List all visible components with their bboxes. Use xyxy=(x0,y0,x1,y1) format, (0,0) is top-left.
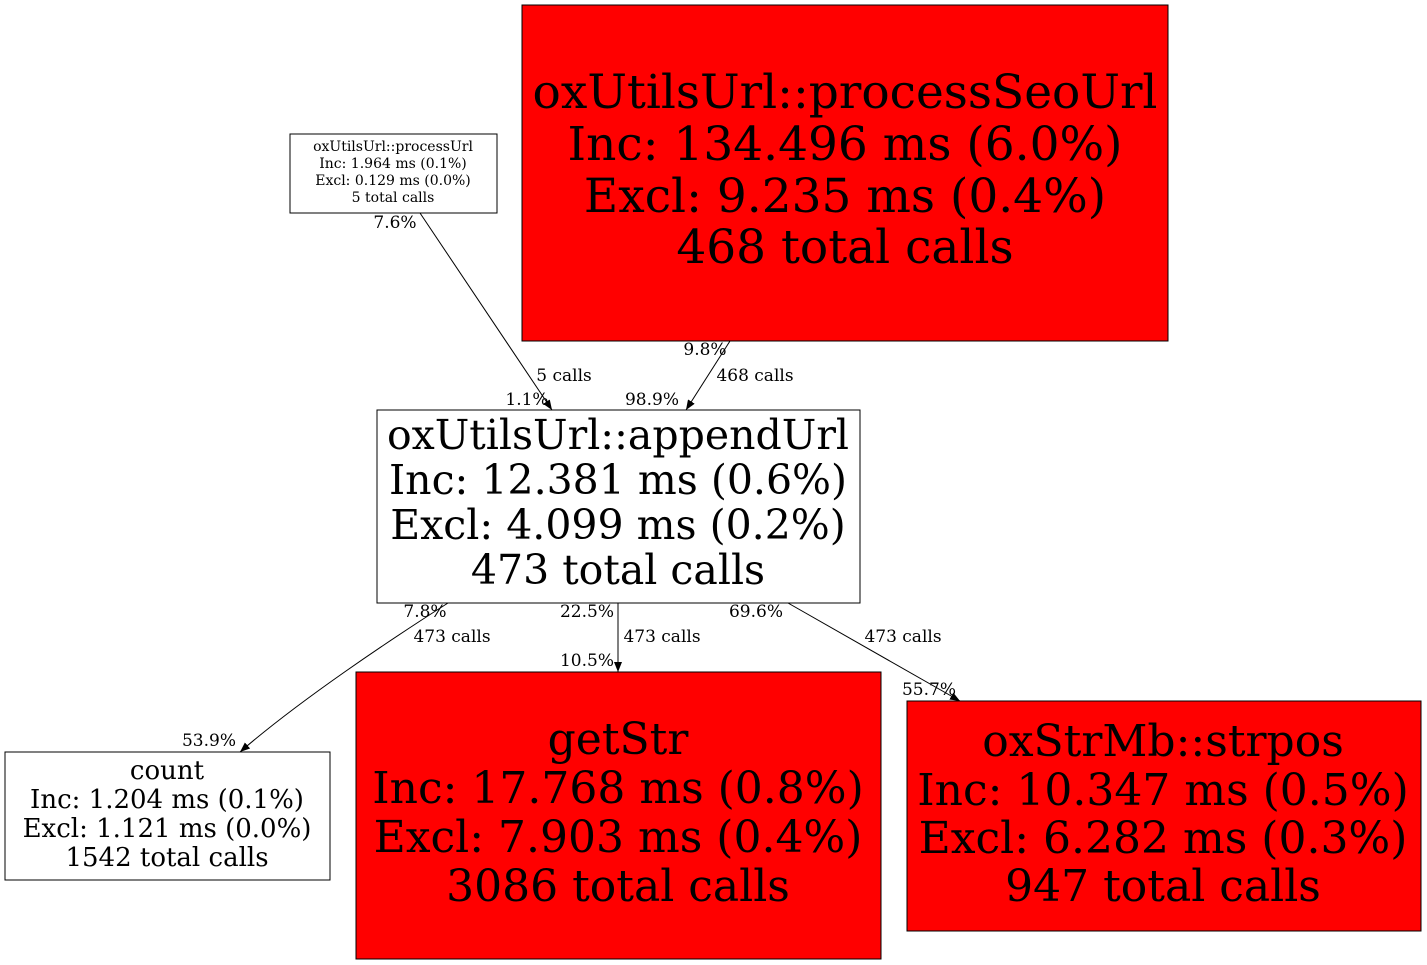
node-total-calls: 473 total calls xyxy=(471,546,765,594)
edge-tail-percent: 69.6% xyxy=(729,602,783,622)
edge-head-percent: 98.9% xyxy=(625,390,679,410)
node-box xyxy=(376,409,861,604)
node-box xyxy=(355,671,882,960)
node-box xyxy=(521,4,1169,342)
node-inclusive-time: Inc: 10.347 ms (0.5%) xyxy=(917,765,1409,816)
node-inclusive-time: Inc: 12.381 ms (0.6%) xyxy=(389,456,847,504)
edge-head-percent: 55.7% xyxy=(902,680,956,700)
node-inclusive-time: Inc: 134.496 ms (6.0%) xyxy=(568,117,1123,172)
node-inclusive-time: Inc: 1.964 ms (0.1%) xyxy=(319,156,467,172)
edge-call-count: 473 calls xyxy=(864,627,941,647)
edge-head-percent: 53.9% xyxy=(182,731,236,751)
node-inclusive-time: Inc: 1.204 ms (0.1%) xyxy=(30,785,304,815)
node-box xyxy=(906,700,1422,932)
edge-call-count: 473 calls xyxy=(623,627,700,647)
node-total-calls: 3086 total calls xyxy=(446,861,790,912)
edge-appendUrl_strpos: 69.6% 473 calls 55.7% xyxy=(729,602,961,702)
node-total-calls: 1542 total calls xyxy=(65,843,268,873)
node-function-name: oxUtilsUrl::processUrl xyxy=(313,139,473,155)
edge-call-count: 5 calls xyxy=(536,366,591,386)
edge-arrow xyxy=(239,602,449,753)
edge-appendUrl_getStr: 22.5% 473 calls 10.5% xyxy=(560,602,701,672)
node-exclusive-time: Excl: 9.235 ms (0.4%) xyxy=(584,169,1106,224)
edge-tail-percent: 7.8% xyxy=(403,602,446,622)
edge-call-count: 468 calls xyxy=(716,366,793,386)
node-function-name: getStr xyxy=(548,714,690,765)
node-exclusive-time: Excl: 1.121 ms (0.0%) xyxy=(23,814,312,844)
node-exclusive-time: Excl: 7.903 ms (0.4%) xyxy=(374,812,863,863)
node-total-calls: 468 total calls xyxy=(676,220,1013,275)
node-function-name: oxStrMb::strpos xyxy=(982,716,1344,767)
edge-arrow xyxy=(685,340,731,411)
edge-processUrl_appendUrl: 7.6% 5 calls 1.1% xyxy=(373,212,592,411)
edge-head-percent: 1.1% xyxy=(505,390,548,410)
edge-processSeoUrl_appendUrl: 9.8% 468 calls 98.9% xyxy=(625,340,794,411)
node-box xyxy=(4,751,331,881)
node-exclusive-time: Excl: 4.099 ms (0.2%) xyxy=(390,501,845,549)
node-exclusive-time: Excl: 0.129 ms (0.0%) xyxy=(315,173,471,189)
node-function-name: oxUtilsUrl::processSeoUrl xyxy=(533,65,1158,120)
edge-head-percent: 10.5% xyxy=(560,651,614,671)
node-inclusive-time: Inc: 17.768 ms (0.8%) xyxy=(372,763,864,814)
edge-tail-percent: 7.6% xyxy=(373,213,416,233)
edge-tail-percent: 22.5% xyxy=(560,602,614,622)
node-box xyxy=(289,133,498,214)
edge-appendUrl_count: 7.8% 473 calls 53.9% xyxy=(182,602,491,753)
node-exclusive-time: Excl: 6.282 ms (0.3%) xyxy=(919,813,1408,864)
edge-tail-percent: 9.8% xyxy=(683,340,726,360)
node-function-name: count xyxy=(130,756,205,786)
node-total-calls: 5 total calls xyxy=(352,190,435,206)
node-total-calls: 947 total calls xyxy=(1005,861,1321,912)
node-function-name: oxUtilsUrl::appendUrl xyxy=(387,411,849,459)
edge-arrow xyxy=(419,212,553,411)
edge-arrow xyxy=(787,602,961,702)
edge-call-count: 473 calls xyxy=(413,627,490,647)
